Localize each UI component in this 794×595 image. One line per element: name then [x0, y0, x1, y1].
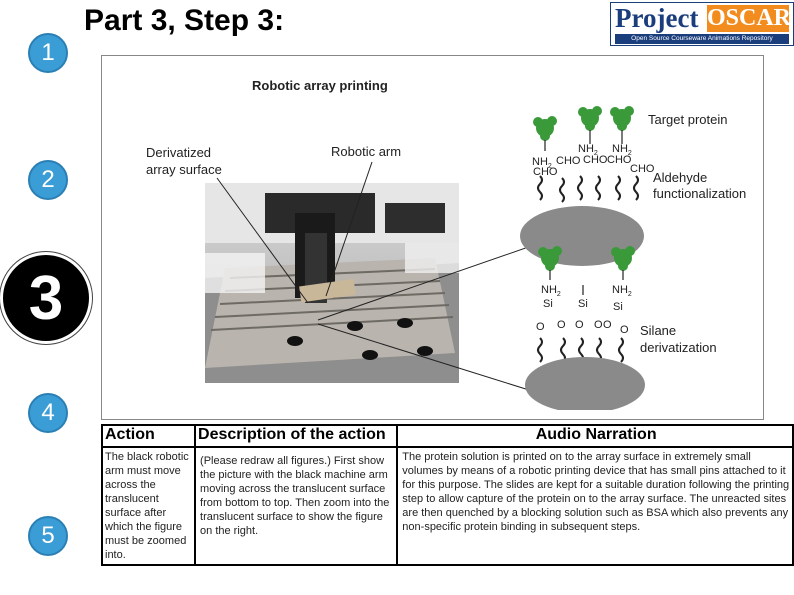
chem-si-1: Si [543, 298, 553, 310]
description-text: (Please redraw all figures.) First show … [200, 455, 390, 537]
action-cell: The black robotic arm must move across t… [100, 446, 197, 566]
figure-title: Robotic array printing [252, 78, 388, 93]
logo-word-project: Project [615, 3, 699, 33]
chem-nh2-4: NH2 [541, 284, 561, 299]
chem-nh2-3: NH2 [612, 143, 632, 158]
page-title: Part 3, Step 3: [84, 4, 285, 37]
step-5-button[interactable]: 5 [28, 516, 68, 556]
step-4-label: 4 [41, 399, 55, 426]
step-2-label: 2 [41, 166, 55, 193]
step-3-label: 3 [28, 263, 64, 333]
step-5-label: 5 [41, 522, 55, 549]
chem-o-3: O [575, 319, 584, 331]
aldehyde-label-line1: Aldehyde [653, 170, 708, 185]
chem-cho-3: CHO [583, 154, 608, 166]
derivatized-surface-label-line2: array surface [146, 162, 222, 177]
chem-cho-1: CHO [533, 166, 558, 178]
target-protein-label: Target protein [648, 112, 728, 127]
description-cell: (Please redraw all figures.) First show … [194, 446, 399, 566]
chem-si-3: Si [613, 301, 623, 313]
audio-narration-cell: The protein solution is printed on to th… [396, 446, 794, 566]
chem-si-2: Si [578, 298, 588, 310]
logo-word-oscar: OSCAR [707, 5, 792, 32]
step-1-label: 1 [41, 39, 55, 66]
chem-o-6: O [620, 324, 629, 336]
chem-cho-2: CHO [556, 155, 581, 167]
silane-label-line2: derivatization [640, 340, 717, 355]
table-row: The black robotic arm must move across t… [100, 446, 794, 566]
protein-icon [610, 106, 634, 131]
logo-tagline: Open Source Courseware Animations Reposi… [615, 34, 789, 44]
step-4-button[interactable]: 4 [28, 393, 68, 433]
chem-nh2-2: NH2 [578, 143, 598, 158]
aldehyde-label-line2: functionalization [653, 186, 747, 201]
chem-o-5: O [603, 319, 612, 331]
audio-narration-text: The protein solution is printed on to th… [402, 451, 790, 533]
derivatized-surface-label-line1: Derivatized [146, 145, 212, 160]
protein-icon [533, 116, 557, 141]
robotic-arm-label: Robotic arm [331, 144, 402, 159]
step-1-button[interactable]: 1 [28, 33, 68, 73]
chem-cho-5: CHO [630, 163, 655, 175]
chem-cho-4: CHO [607, 154, 632, 166]
chem-nh2-5: NH2 [612, 284, 632, 299]
protein-icon [611, 246, 635, 271]
description-header: Description of the action [194, 424, 399, 448]
step-3-button[interactable]: 3 [0, 252, 92, 344]
action-header: Action [100, 424, 197, 448]
action-table: Action Description of the action Audio N… [100, 424, 794, 566]
chem-o-1: O [536, 321, 545, 333]
protein-icon [578, 106, 602, 131]
protein-icon [538, 246, 562, 271]
chem-o-4: O [594, 319, 603, 331]
silane-label-line1: Silane [640, 323, 677, 338]
action-text: The black robotic arm must move across t… [105, 451, 189, 561]
chem-nh2-1: NH2 [532, 156, 552, 171]
audio-narration-header: Audio Narration [396, 424, 794, 448]
table-header-row: Action Description of the action Audio N… [100, 424, 794, 448]
chem-o-2: O [557, 319, 566, 331]
step-2-button[interactable]: 2 [28, 160, 68, 200]
silane-surface-diagram [525, 246, 645, 410]
